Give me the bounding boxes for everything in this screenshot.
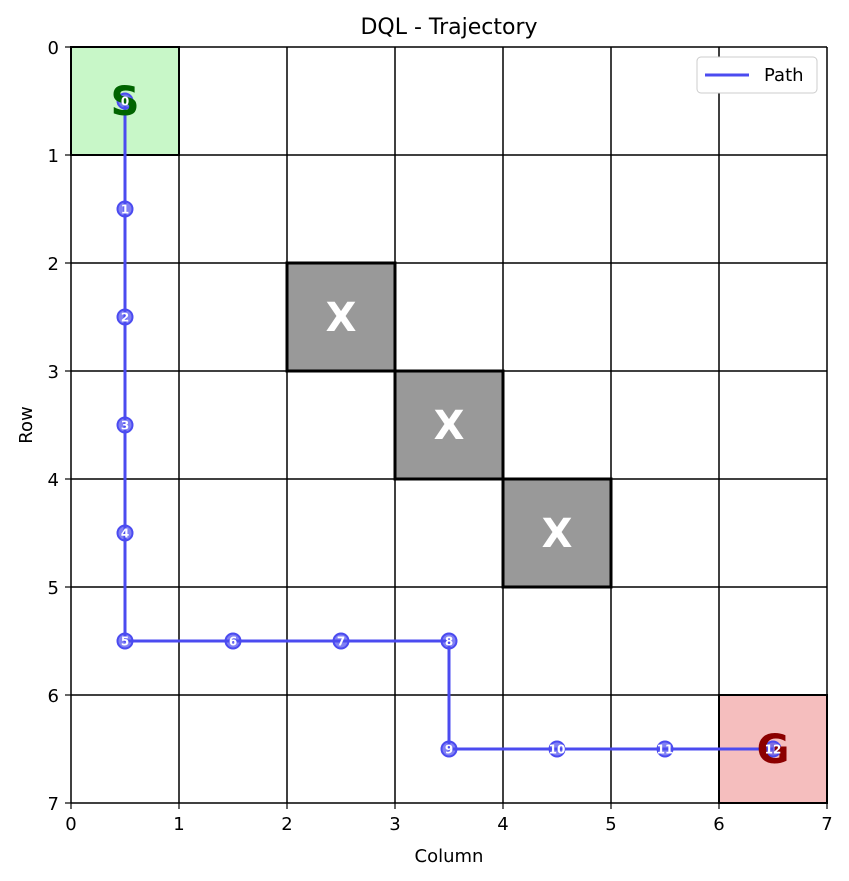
y-tick-label: 0 [48, 38, 59, 59]
path-marker [116, 524, 134, 542]
y-tick-label: 3 [48, 362, 59, 383]
x-axis-label: Column [415, 846, 484, 867]
path-marker [764, 740, 782, 758]
path-marker [440, 740, 458, 758]
path-marker [116, 200, 134, 218]
path-marker [656, 740, 674, 758]
step-label: 12 [765, 743, 782, 757]
path-marker [116, 92, 134, 110]
y-tick-label: 1 [48, 146, 59, 167]
x-tick-label: 5 [605, 814, 616, 835]
step-label: 6 [229, 635, 237, 649]
step-label: 3 [121, 419, 129, 433]
step-label: 10 [549, 743, 566, 757]
path-layer [116, 92, 782, 758]
step-label: 1 [121, 203, 129, 217]
path-marker [224, 632, 242, 650]
legend-frame [696, 56, 818, 94]
y-axis-label: Row [16, 406, 37, 443]
step-label: 0 [121, 95, 129, 109]
x-tick-label: 4 [497, 814, 508, 835]
step-label: 4 [121, 527, 129, 541]
path-marker [116, 632, 134, 650]
x-tick-label: 0 [65, 814, 76, 835]
obstacle-label: X [542, 511, 573, 557]
start-label: S [111, 79, 140, 125]
step-label: 5 [121, 635, 129, 649]
goal-label: G [757, 727, 790, 773]
y-tick-label: 7 [48, 794, 59, 815]
legend-path-label: Path [764, 65, 804, 86]
step-label: 7 [337, 635, 345, 649]
grid-layer [70, 46, 828, 804]
step-label: 8 [445, 635, 453, 649]
x-tick-label: 6 [713, 814, 724, 835]
x-tick-label: 1 [173, 814, 184, 835]
path-marker [548, 740, 566, 758]
x-tick-label: 7 [821, 814, 832, 835]
obstacle-label: X [326, 295, 357, 341]
x-tick-label: 2 [281, 814, 292, 835]
chart-title: DQL - Trajectory [360, 15, 537, 40]
path-marker [440, 632, 458, 650]
y-tick-label: 4 [48, 470, 59, 491]
step-label: 11 [657, 743, 674, 757]
x-tick-label: 3 [389, 814, 400, 835]
y-tick-label: 6 [48, 686, 59, 707]
y-tick-label: 2 [48, 254, 59, 275]
path-marker [116, 308, 134, 326]
obstacle-label: X [434, 403, 465, 449]
step-label: 2 [121, 311, 129, 325]
step-label: 9 [445, 743, 453, 757]
legend: Path [696, 56, 818, 94]
path-marker [116, 416, 134, 434]
path-marker [332, 632, 350, 650]
y-tick-label: 5 [48, 578, 59, 599]
